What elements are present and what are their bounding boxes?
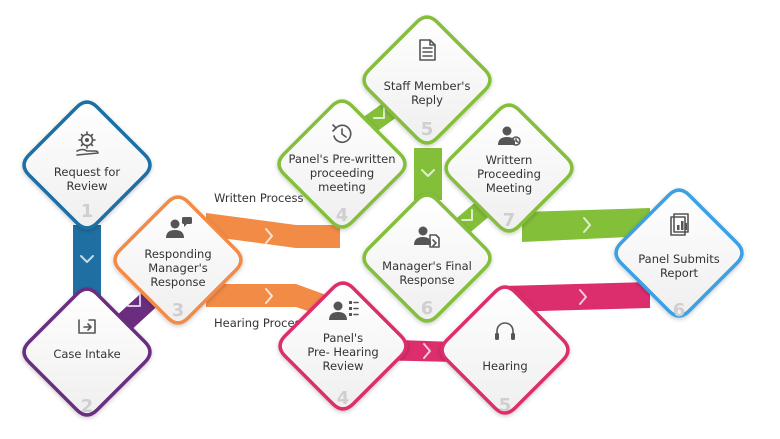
step-label: Writtern <box>486 153 533 167</box>
step-label: Staff Member's <box>384 79 471 93</box>
step-label: Response <box>150 275 205 289</box>
step-label: Reply <box>411 93 443 107</box>
step-number: 2 <box>81 396 94 417</box>
step-number: 1 <box>81 201 94 222</box>
step-label: Response <box>399 273 454 287</box>
connectors <box>73 98 650 362</box>
chevron-right-icon <box>579 289 587 305</box>
chevron-right-icon <box>583 217 591 233</box>
step-panels-prewritten-meeting[interactable]: Panel's Pre-written proceeding meeting 4 <box>277 99 407 229</box>
step-number: 4 <box>336 205 349 226</box>
clock-history-icon <box>332 124 352 144</box>
step-number: 6 <box>421 298 434 319</box>
chevron-corner-icon <box>373 107 385 119</box>
step-label: Review <box>322 359 363 373</box>
person-clock-icon <box>498 126 521 146</box>
step-label: Request for <box>54 165 120 179</box>
step-label: proceeding <box>310 166 374 180</box>
report-chart-icon <box>670 213 689 236</box>
step-label: Manager's <box>148 261 208 275</box>
hearing-process-label: Hearing Process <box>214 316 307 330</box>
chevron-right-icon <box>423 343 431 359</box>
step-written-proceeding-meeting[interactable]: Writtern Proceeding Meeting 7 <box>444 103 574 233</box>
chevron-corner-icon <box>461 209 473 221</box>
step-label: Panel's Pre-written <box>289 152 396 166</box>
step-label: Panel's <box>323 331 363 345</box>
connector-reply-to-final <box>414 148 442 200</box>
chevron-right-icon <box>265 288 273 304</box>
chevron-corner-icon <box>127 293 141 307</box>
step-label: Proceeding <box>477 167 541 181</box>
chevron-down-icon <box>421 169 435 177</box>
step-number: 7 <box>503 210 516 231</box>
step-case-intake[interactable]: Case Intake 2 <box>22 287 152 417</box>
connector-written-process <box>206 213 340 248</box>
step-staff-members-reply[interactable]: Staff Member's Reply 5 <box>362 15 492 145</box>
person-chat-icon <box>166 217 192 238</box>
connector-hearing-process <box>206 284 340 322</box>
gear-hand-icon <box>76 131 99 156</box>
step-label: Manager's Final <box>382 259 472 273</box>
step-request-for-review[interactable]: Request for Review 1 <box>22 100 152 230</box>
step-label: Review <box>66 179 107 193</box>
step-number: 3 <box>172 300 185 321</box>
document-icon <box>419 39 436 61</box>
step-label: Panel Submits <box>638 252 719 266</box>
step-panel-submits-report[interactable]: Panel Submits Report 6 <box>614 188 744 321</box>
connector-written-meeting-to-report <box>522 208 650 242</box>
person-list-icon <box>329 301 359 320</box>
headphones-icon <box>495 322 515 340</box>
step-hearing[interactable]: Hearing 5 <box>440 285 570 416</box>
written-process-label: Written Process <box>214 191 303 205</box>
step-label: Pre- Hearing <box>307 345 378 359</box>
step-label: Responding <box>144 247 211 261</box>
chevron-right-icon <box>265 228 273 244</box>
step-number: 4 <box>337 388 350 409</box>
person-document-icon <box>414 226 440 248</box>
step-label: Hearing <box>482 359 527 373</box>
chevron-down-icon <box>80 255 94 263</box>
inbox-arrow-icon <box>78 319 96 334</box>
step-managers-final-response[interactable]: Manager's Final Response 6 <box>362 193 492 323</box>
step-number: 6 <box>673 300 686 321</box>
step-number: 5 <box>421 119 434 140</box>
step-label: Report <box>660 266 699 280</box>
step-number: 5 <box>499 395 512 416</box>
step-label: Case Intake <box>53 347 120 361</box>
step-label: Meeting <box>486 181 532 195</box>
connector-hearing-to-report <box>505 282 650 312</box>
step-label: meeting <box>318 180 366 194</box>
step-responding-managers-response[interactable]: Responding Manager's Response 3 <box>113 195 243 325</box>
step-panels-prehearing-review[interactable]: Panel's Pre- Hearing Review 4 <box>278 281 408 411</box>
